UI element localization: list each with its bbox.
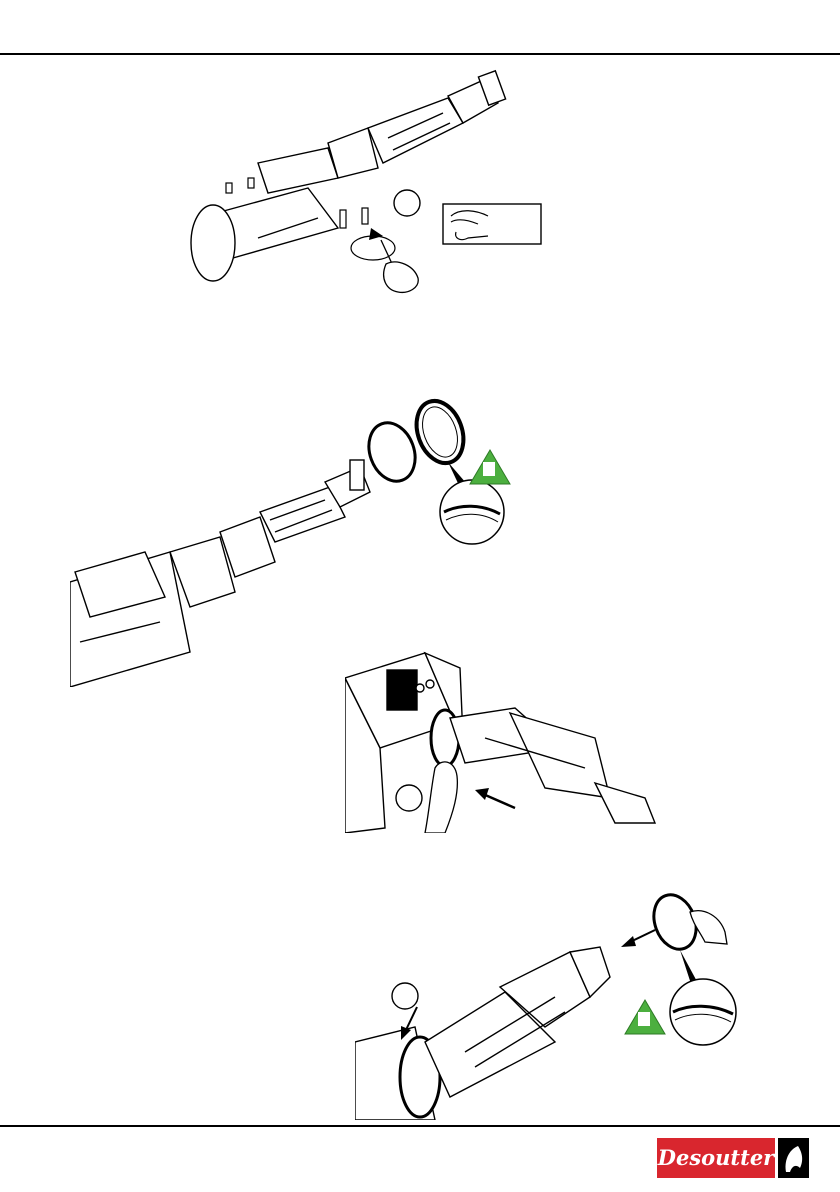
footer-rule bbox=[0, 1125, 840, 1127]
gloves-icon bbox=[443, 204, 541, 244]
brand-emblem-icon bbox=[778, 1138, 809, 1178]
step-4-illustration bbox=[355, 892, 765, 1120]
grease-warning-icon bbox=[625, 1000, 665, 1034]
magnifier-detail-icon bbox=[670, 979, 736, 1045]
screwdriver-icon bbox=[381, 240, 418, 292]
header-rule bbox=[0, 53, 840, 55]
step-1-illustration bbox=[188, 68, 548, 296]
step-2-illustration bbox=[70, 392, 520, 687]
step-3-illustration bbox=[345, 648, 685, 833]
magnifier-detail-icon bbox=[440, 480, 504, 544]
grease-warning-icon bbox=[470, 450, 510, 484]
hand-icon bbox=[425, 762, 457, 833]
step-number-1 bbox=[394, 190, 420, 216]
step-number-3 bbox=[396, 785, 422, 811]
brand-name: Desoutter bbox=[657, 1138, 775, 1178]
desoutter-logo: Desoutter bbox=[657, 1138, 809, 1178]
step-number-4 bbox=[392, 983, 418, 1009]
arrow-icon bbox=[475, 788, 515, 808]
